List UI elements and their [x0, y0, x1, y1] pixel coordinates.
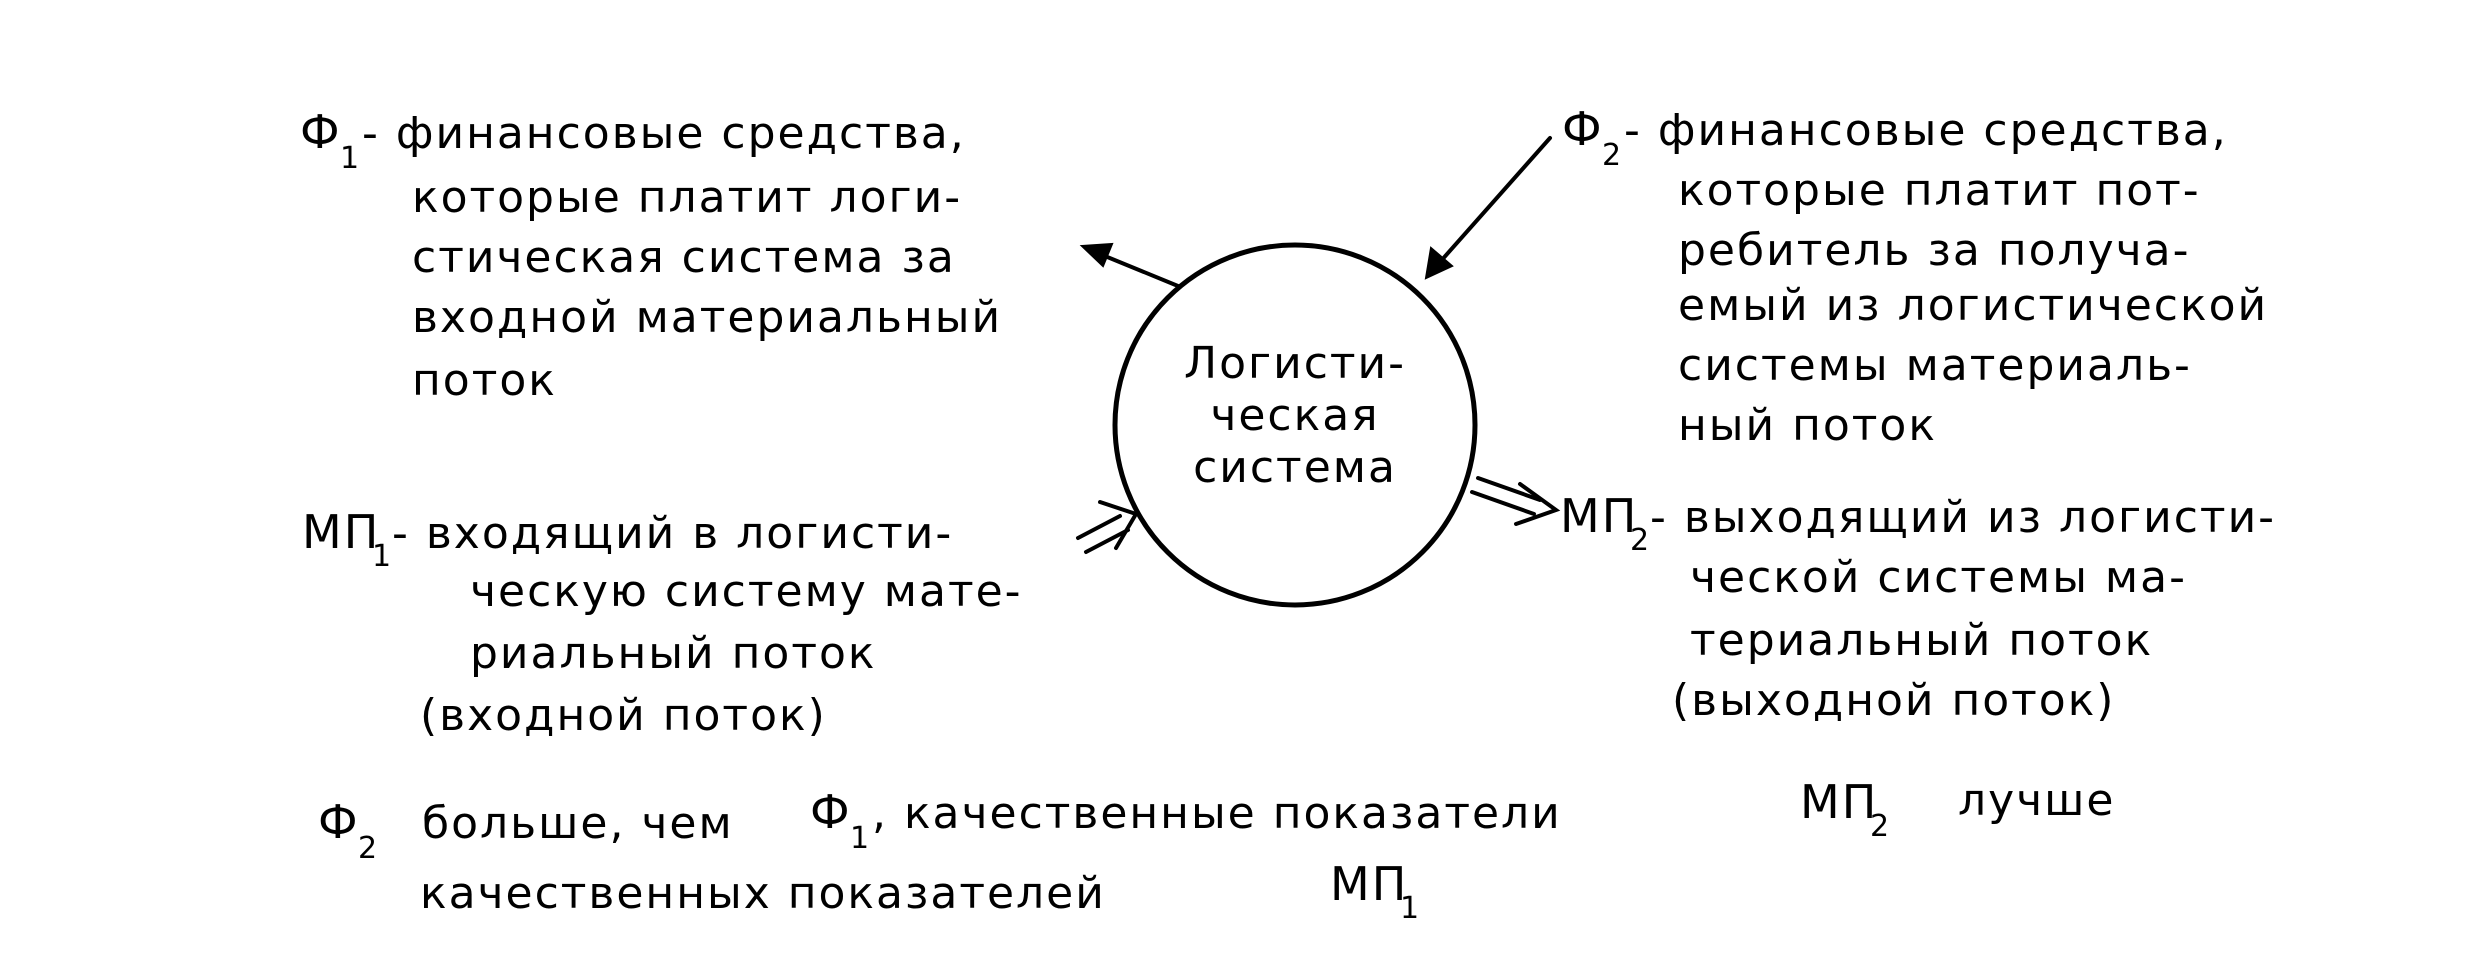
f1-line-5: поток [412, 355, 557, 406]
f2-description: Ф 2 - финансовые средства, которые плати… [1562, 102, 2268, 451]
mp2-symbol: МП [1560, 489, 1638, 543]
f1-line-2: которые платит логи- [412, 172, 962, 223]
mp2-line-3: териальный поток [1690, 615, 2153, 666]
conclusion-mp1-symbol: МП [1330, 857, 1408, 911]
f1-line-1: - финансовые средства, [362, 108, 966, 159]
mp2-line-1: - выходящий из логисти- [1650, 492, 2276, 543]
conclusion-text-2: , качественные показатели [872, 788, 1562, 839]
f1-line-4: входной материальный [412, 292, 1002, 343]
center-label-line-2: ческая [1210, 390, 1379, 441]
conclusion-f2-subscript: 2 [358, 831, 379, 866]
f1-symbol: Ф [300, 105, 342, 159]
mp1-symbol: МП [302, 505, 380, 559]
f2-line-6: ный поток [1678, 400, 1937, 451]
f2-line-1: - финансовые средства, [1624, 105, 2228, 156]
conclusion-f2-symbol: Ф [318, 795, 360, 849]
f1-line-3: стическая система за [412, 232, 956, 283]
center-label-line-1: Логисти- [1184, 338, 1406, 389]
mp1-line-1: - входящий в логисти- [392, 508, 953, 559]
f2-line-5: системы материаль- [1678, 340, 2192, 391]
mp1-double-arrow [1076, 500, 1139, 554]
conclusion-mp2-subscript: 2 [1870, 809, 1891, 844]
f2-arrow [1424, 136, 1552, 280]
conclusion-f1-subscript: 1 [850, 821, 871, 856]
mp1-line-4: (входной поток) [420, 690, 827, 741]
mp1-line-2: ческую систему мате- [470, 566, 1023, 617]
f1-description: Ф 1 - финансовые средства, которые плати… [300, 105, 1002, 406]
conclusion-mp1-subscript: 1 [1400, 891, 1421, 926]
conclusion-mp2-symbol: МП [1800, 775, 1878, 829]
f2-symbol: Ф [1562, 102, 1604, 156]
conclusion: Ф 2 больше, чем Ф 1 , качественные показ… [318, 775, 2116, 926]
mp2-line-2: ческой системы ма- [1690, 552, 2187, 603]
mp2-subscript: 2 [1630, 523, 1651, 558]
mp1-line-3: риальный поток [470, 628, 876, 679]
f2-line-3: ребитель за получа- [1678, 225, 2191, 276]
mp2-double-arrow [1470, 476, 1561, 526]
conclusion-text-4: качественных показателей [420, 868, 1106, 919]
mp2-description: МП 2 - выходящий из логисти- ческой сист… [1560, 489, 2276, 726]
mp1-subscript: 1 [372, 539, 393, 574]
logistics-system-circle [1112, 242, 1478, 608]
conclusion-text-3: лучше [1958, 775, 2116, 826]
f2-line-2: которые платит пот- [1678, 165, 2201, 216]
center-label-line-3: система [1193, 442, 1397, 493]
f1-arrow [1079, 242, 1180, 288]
conclusion-f1-symbol: Ф [810, 785, 852, 839]
mp2-line-4: (выходной поток) [1672, 675, 2115, 726]
f1-subscript: 1 [340, 141, 361, 176]
f2-subscript: 2 [1602, 138, 1623, 173]
conclusion-text-1: больше, чем [422, 798, 734, 849]
mp1-description: МП 1 - входящий в логисти- ческую систем… [302, 505, 1023, 741]
f2-line-4: емый из логистической [1678, 280, 2268, 331]
